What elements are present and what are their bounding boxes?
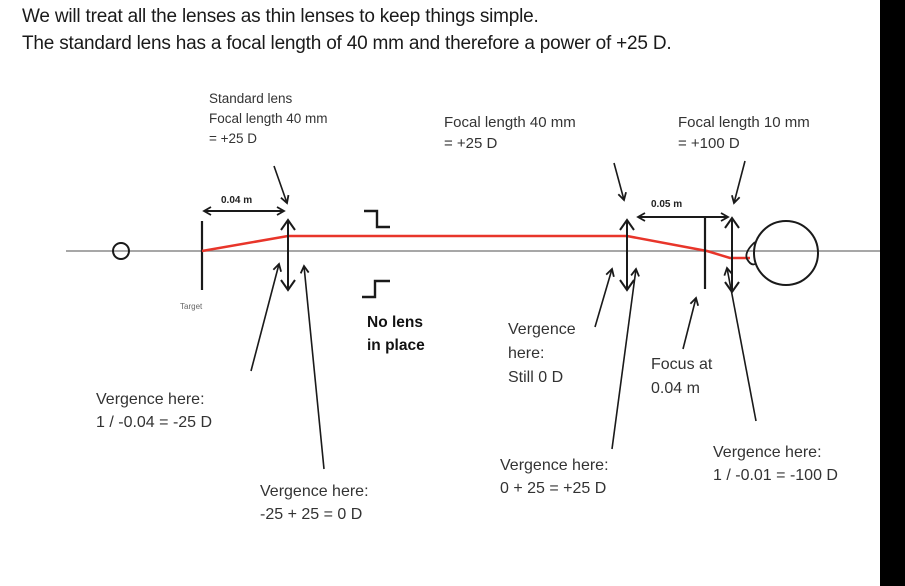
dimension-label-0-05: 0.05 m (651, 199, 683, 210)
target-label: Target (180, 302, 203, 311)
vergence-note-target: Vergence here: 1 / -0.04 = -25 D (96, 391, 213, 431)
third-lens-label: Focal length 10 mm = +100 D (678, 114, 810, 152)
no-lens-bracket-bottom (362, 279, 390, 299)
object-circle-icon (112, 242, 130, 260)
vergence-note-after-second: Vergence here: 0 + 25 = +25 D (500, 457, 609, 497)
slide: We will treat all the lenses as thin len… (22, 6, 880, 523)
intro-line-2: The standard lens has a focal length of … (22, 33, 672, 54)
vergence-note-before-third: Vergence here: 1 / -0.01 = -100 D (713, 444, 838, 484)
second-lens-label: Focal length 40 mm = +25 D (444, 114, 576, 152)
standard-lens-label: Standard lens Focal length 40 mm = +25 D (209, 91, 328, 146)
intro-line-1: We will treat all the lenses as thin len… (22, 6, 539, 27)
eye-icon (753, 220, 819, 286)
no-lens-bracket-top (364, 209, 390, 229)
vergence-note-before-second: Vergence here: Still 0 D (508, 321, 576, 386)
light-ray (201, 234, 750, 260)
vergence-note-after-standard: Vergence here: -25 + 25 = 0 D (260, 483, 369, 523)
black-border-bar (880, 0, 905, 586)
dimension-label-0-04: 0.04 m (221, 195, 253, 206)
focus-note: Focus at 0.04 m (651, 356, 713, 397)
no-lens-label: No lens in place (367, 314, 425, 354)
optics-diagram (66, 160, 880, 470)
